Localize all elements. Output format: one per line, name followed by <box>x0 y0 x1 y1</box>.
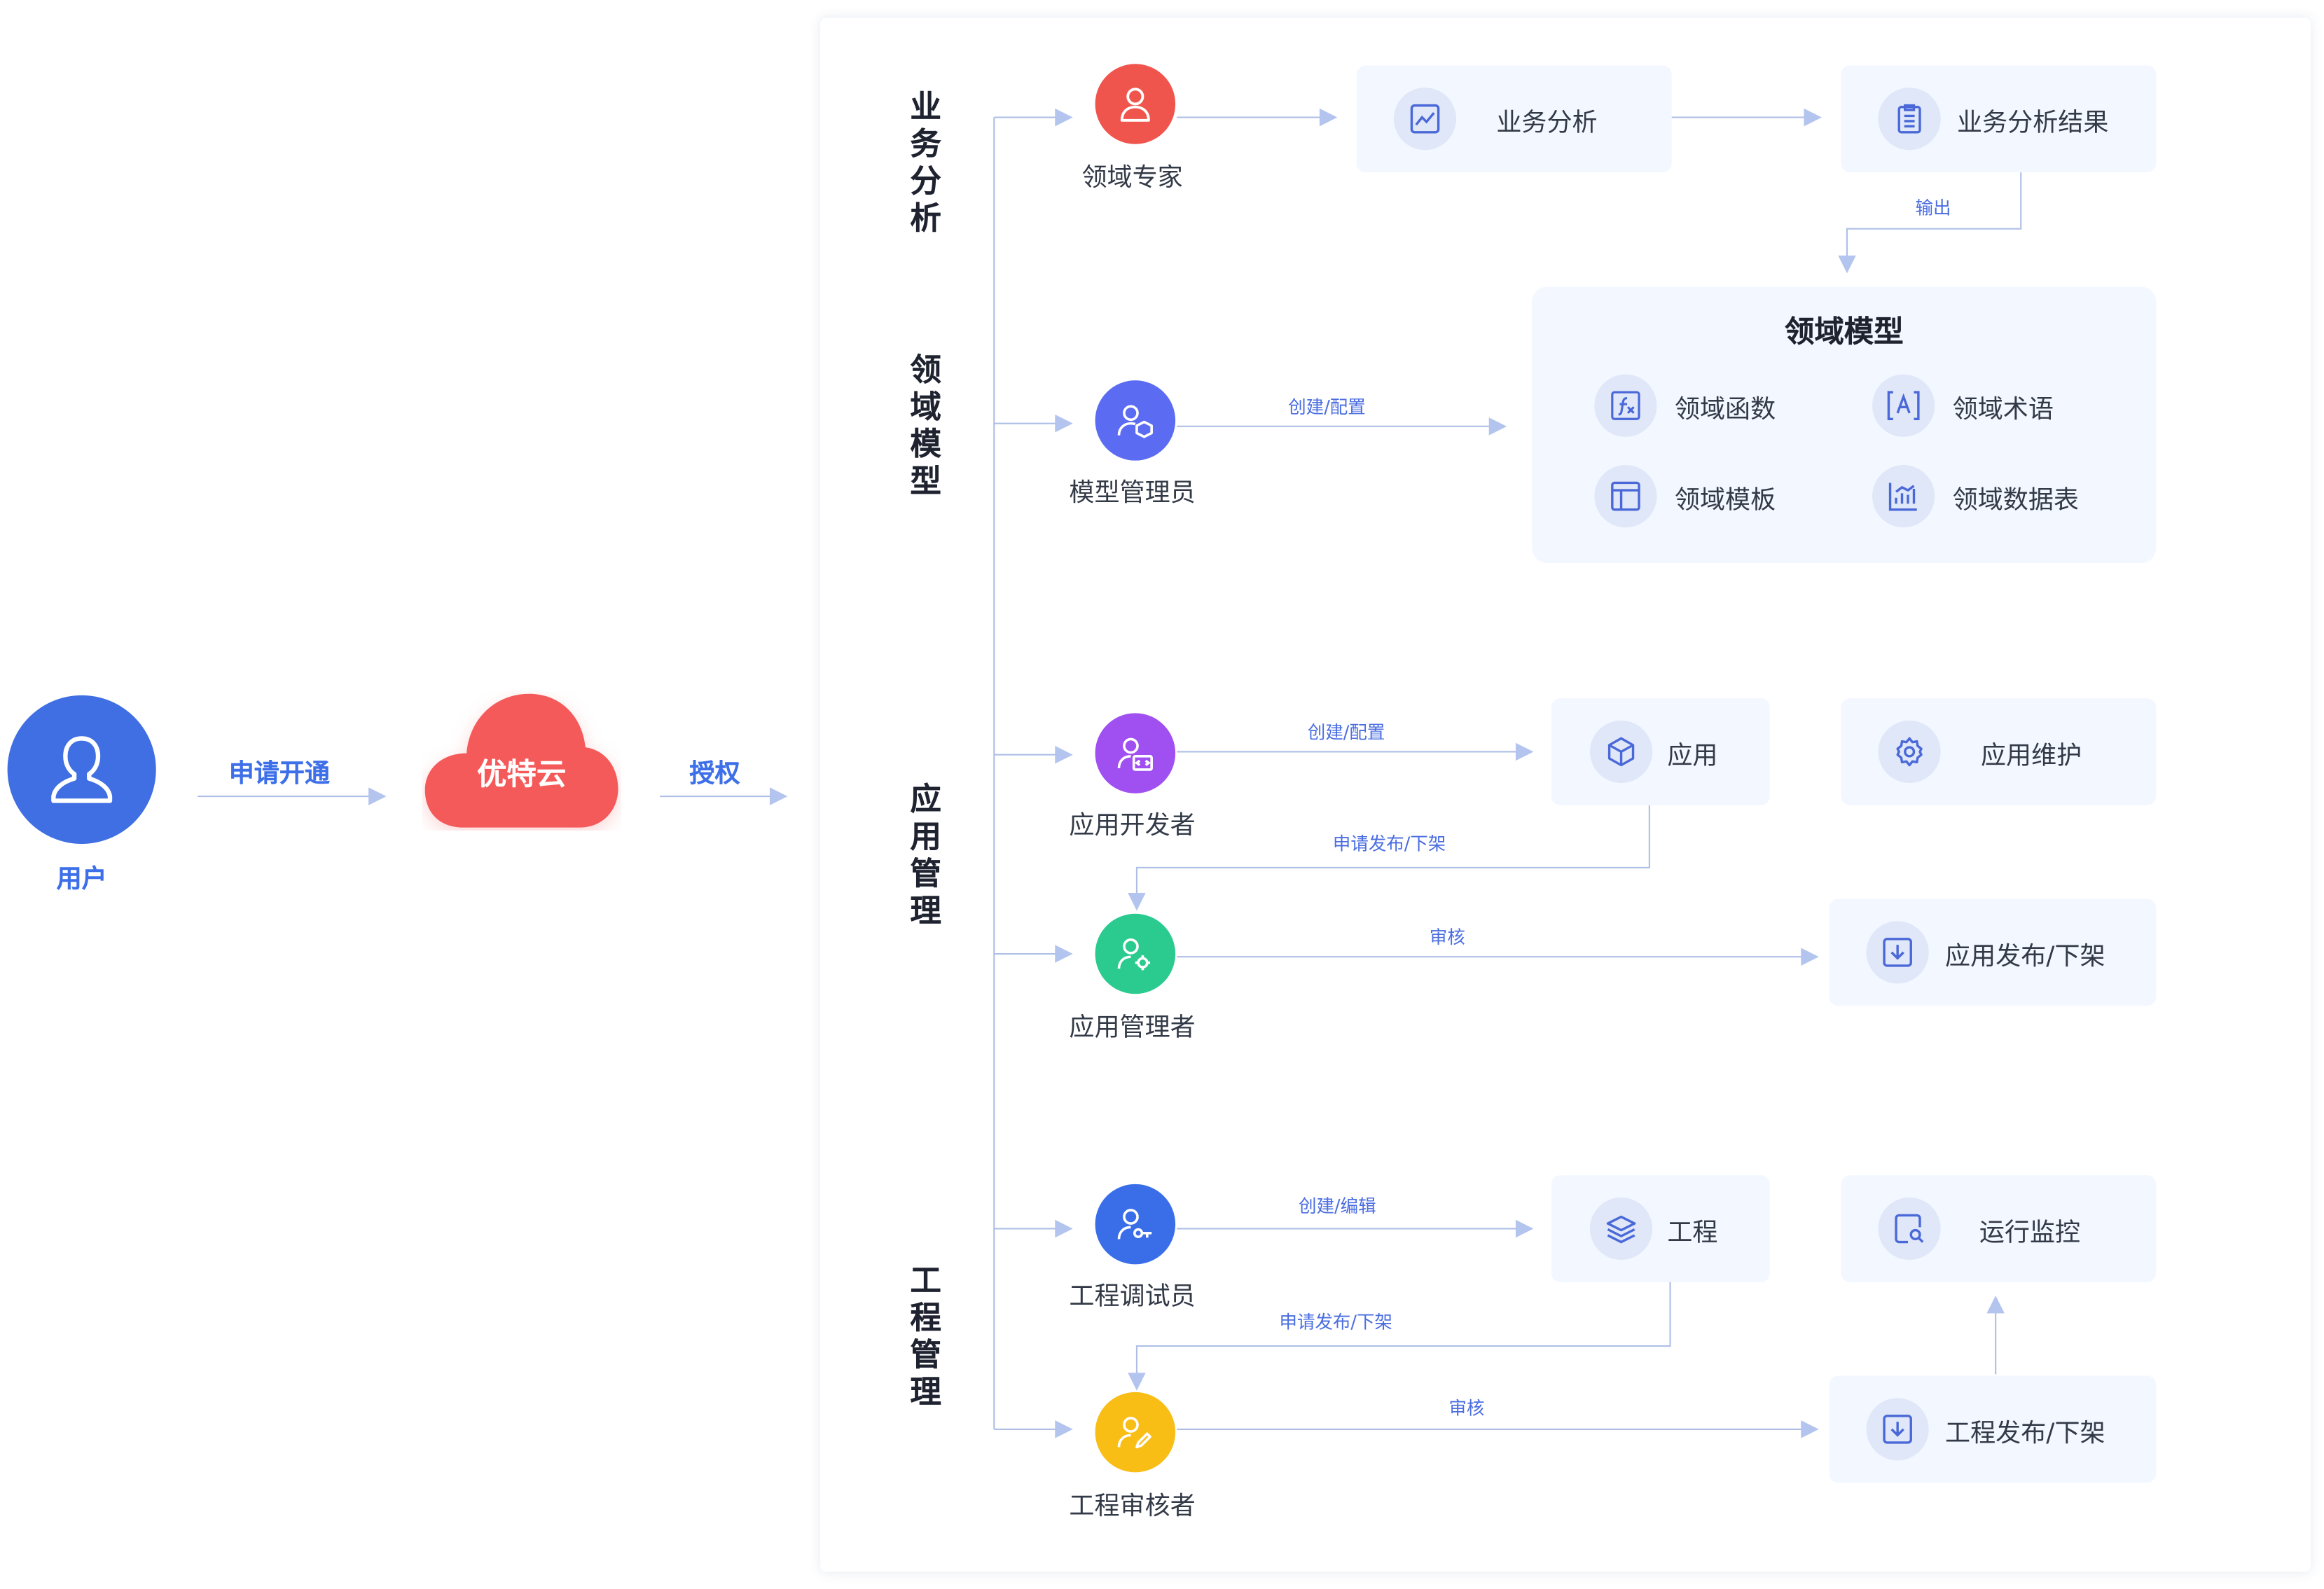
apply-label: 申请开通 <box>228 759 330 789</box>
domain-template-item: 领域模板 <box>1594 465 1776 528</box>
app-maintenance-card: 应用维护 <box>1841 698 2157 805</box>
arrow-dev-to-app <box>1515 742 1534 761</box>
layers-icon <box>1606 1215 1636 1244</box>
eng-debugger-label: 工程调试员 <box>1069 1282 1196 1312</box>
arrow-expert-to-analysis <box>1319 108 1338 127</box>
user-label: 用户 <box>56 864 107 895</box>
eng-publish-card: 工程发布/下架 <box>1829 1375 2157 1483</box>
section-app-management: 应用管理 <box>910 781 941 929</box>
arrow-app-request <box>1128 893 1146 911</box>
biz-result-text: 业务分析结果 <box>1957 107 2109 138</box>
model-admin-label: 模型管理员 <box>1069 478 1196 508</box>
app-maintenance-text: 应用维护 <box>1980 740 2082 770</box>
authorize-label: 授权 <box>689 759 740 789</box>
edge-create-edit-eng-label: 创建/编辑 <box>1299 1195 1376 1217</box>
arrow-eng-request <box>1128 1373 1146 1391</box>
fx-icon <box>1611 391 1640 420</box>
gear-icon <box>1896 737 1923 767</box>
eng-reviewer-label: 工程审核者 <box>1069 1491 1196 1522</box>
bar-chart-icon <box>1888 483 1917 511</box>
edge-request-publish-eng-label: 申请发布/下架 <box>1279 1312 1392 1333</box>
edge-output-label: 输出 <box>1915 197 1951 218</box>
edge-review-app-label: 审核 <box>1429 927 1465 948</box>
edge-create-config-model-label: 创建/配置 <box>1288 396 1366 418</box>
arrow-analysis-to-result <box>1804 108 1822 127</box>
app-card: 应用 <box>1551 698 1770 805</box>
app-developer-avatar <box>1095 713 1176 793</box>
app-text: 应用 <box>1667 740 1718 770</box>
cube-icon <box>1607 737 1635 767</box>
download-box-icon <box>1883 1415 1912 1444</box>
arrow-reviewer-to-publish <box>1801 1420 1819 1438</box>
arrow-output <box>1838 255 1856 274</box>
section-biz-analysis: 业务分析 <box>910 89 941 237</box>
arrow-app-manager <box>1055 945 1073 963</box>
eng-reviewer-avatar <box>1095 1392 1176 1473</box>
arrow-admin-to-model <box>1488 417 1507 436</box>
domain-expert-avatar <box>1095 64 1176 144</box>
arrow-eng-reviewer <box>1055 1420 1073 1438</box>
section-domain-model: 领域模型 <box>910 352 941 499</box>
chart-line-icon <box>1410 104 1440 134</box>
bracket-a-icon <box>1887 391 1920 420</box>
engineering-card: 工程 <box>1551 1175 1770 1282</box>
arrow-eng-debugger <box>1055 1219 1073 1238</box>
app-publish-text: 应用发布/下架 <box>1945 941 2105 971</box>
eng-publish-text: 工程发布/下架 <box>1945 1417 2105 1448</box>
domain-datatable-item: 领域数据表 <box>1872 465 2079 528</box>
domain-term-text: 领域术语 <box>1952 394 2054 424</box>
app-publish-card: 应用发布/下架 <box>1829 898 2157 1006</box>
monitor-search-icon <box>1895 1214 1924 1244</box>
domain-expert-label: 领域专家 <box>1081 163 1183 193</box>
domain-function-text: 领域函数 <box>1674 394 1776 424</box>
app-developer-label: 应用开发者 <box>1069 811 1196 841</box>
domain-term-item: 领域术语 <box>1872 374 2054 437</box>
domain-function-item: 领域函数 <box>1594 374 1776 437</box>
arrow-debugger-to-eng <box>1515 1219 1534 1238</box>
cloud-label: 优特云 <box>477 756 567 792</box>
run-monitor-text: 运行监控 <box>1979 1217 2081 1247</box>
line-eng-request-publish <box>1135 1282 1671 1376</box>
person-key-icon <box>1117 1209 1152 1240</box>
edge-request-publish-app-label: 申请发布/下架 <box>1332 833 1446 854</box>
engineering-text: 工程 <box>1667 1217 1718 1247</box>
arrow-authorize <box>769 787 788 805</box>
domain-datatable-text: 领域数据表 <box>1952 485 2079 515</box>
model-admin-avatar <box>1095 380 1176 461</box>
app-manager-label: 应用管理者 <box>1069 1013 1196 1043</box>
person-code-icon <box>1117 737 1153 771</box>
eng-debugger-avatar <box>1095 1184 1176 1265</box>
biz-result-card: 业务分析结果 <box>1841 65 2157 173</box>
person-gear-icon <box>1117 938 1151 971</box>
arrow-publish-to-monitor <box>1986 1295 2005 1314</box>
download-box-icon <box>1883 938 1912 967</box>
biz-analysis-text: 业务分析 <box>1496 107 1598 138</box>
arrow-app-developer <box>1055 745 1073 764</box>
arrow-model-admin <box>1055 414 1073 433</box>
arrow-domain-expert <box>1055 108 1073 127</box>
edge-create-config-app-label: 创建/配置 <box>1307 722 1385 743</box>
arrow-apply <box>368 787 387 805</box>
cloud-shape <box>424 693 618 828</box>
domain-template-text: 领域模板 <box>1674 485 1776 515</box>
biz-analysis-card: 业务分析 <box>1356 65 1672 173</box>
user-avatar <box>7 695 156 845</box>
layout-icon <box>1611 481 1640 511</box>
person-cube-icon <box>1117 405 1153 438</box>
section-eng-management: 工程管理 <box>910 1263 941 1410</box>
edge-review-eng-label: 审核 <box>1448 1398 1485 1420</box>
line-app-request-publish <box>1135 805 1650 896</box>
arrow-manager-to-publish <box>1801 948 1819 966</box>
run-monitor-card: 运行监控 <box>1841 1175 2157 1282</box>
line-result-output <box>1846 172 2022 259</box>
domain-model-box: 领域模型 领域函数 领域术语 <box>1532 286 2157 564</box>
person-icon <box>51 736 113 803</box>
person-icon <box>1120 88 1150 122</box>
person-pen-icon <box>1117 1417 1151 1449</box>
domain-model-title: 领域模型 <box>1784 313 1904 349</box>
clipboard-icon <box>1897 104 1921 134</box>
app-manager-avatar <box>1095 913 1176 994</box>
